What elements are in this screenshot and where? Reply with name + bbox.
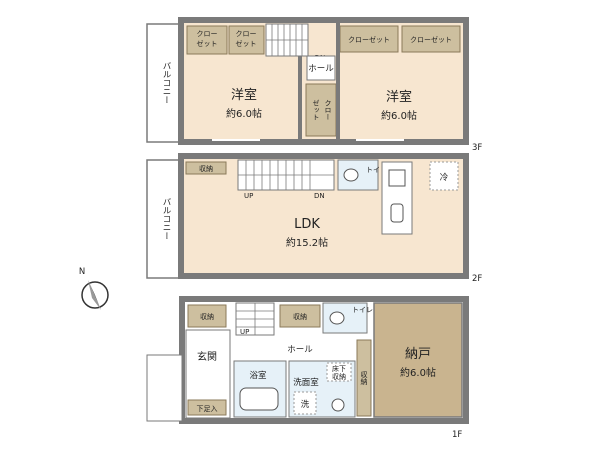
compass: N	[79, 267, 109, 310]
closet-3f-1-label: クロー	[197, 30, 218, 38]
toilet-1f-label: トイレ	[352, 306, 373, 314]
balcony-2f	[146, 159, 182, 279]
closet-3f-4-label: クローゼット	[410, 35, 452, 44]
storage-1f-2	[279, 304, 321, 328]
floor-3f: バルコニー クロー ゼット クロー ゼット DN ホール クローゼット クローゼ…	[146, 17, 482, 153]
balcony-3f-label: バルコニー	[161, 62, 171, 105]
closet-3f-2-label-b: ゼット	[236, 39, 257, 48]
closet-3f-v-label-a: ゼット	[312, 99, 320, 121]
toilet-2f-icon	[343, 168, 359, 182]
closet-3f-1-label-b: ゼット	[197, 39, 218, 48]
floor-2f: バルコニー 収納 UP DN トイレ 冷	[146, 153, 482, 284]
washer	[293, 391, 317, 415]
room-3f-left-name: 洋室	[231, 87, 257, 103]
nando	[373, 302, 463, 418]
shoe-cabinet	[187, 399, 227, 416]
room-3f-right-size: 約6.0帖	[381, 109, 417, 122]
closet-3f-2	[228, 25, 265, 55]
underfloor-storage	[326, 362, 352, 382]
floor-2f-label: 2F	[472, 274, 482, 284]
floor-1f: 収納 玄関 下足入 UP 収納 トイレ ホール 浴室 洗面室 床下	[146, 296, 469, 440]
ldk-size: 約15.2帖	[286, 236, 328, 249]
compass-north-label: N	[79, 267, 85, 277]
entrance-label: 玄関	[197, 350, 217, 363]
closet-3f-v-label-b: クロー	[324, 100, 332, 121]
storage-2f-label: 収納	[199, 164, 213, 173]
closet-3f-3-label: クローゼット	[348, 35, 390, 44]
toilet-1f-icon	[329, 311, 345, 325]
dn-2f-label: DN	[314, 192, 325, 200]
room-3f-left-size: 約6.0帖	[226, 107, 262, 120]
closet-3f-v	[305, 83, 337, 137]
storage-2f	[185, 161, 227, 175]
bathtub-icon	[239, 387, 279, 411]
closet-3f-1	[186, 25, 228, 55]
balcony-2f-label: バルコニー	[161, 198, 171, 241]
porch	[146, 354, 183, 422]
bathroom-label: 浴室	[249, 370, 267, 381]
fridge	[429, 161, 459, 191]
room-3f-right-name: 洋室	[386, 89, 412, 105]
shoe-cabinet-label: 下足入	[197, 405, 218, 413]
fridge-label: 冷	[440, 172, 449, 183]
up-2f-label: UP	[244, 192, 253, 200]
hall-3f	[306, 55, 336, 81]
storage-1f-2-label: 収納	[293, 312, 307, 321]
washer-label: 洗	[301, 399, 310, 410]
underfloor-label-a: 床下	[332, 364, 346, 373]
stove-icon	[388, 169, 406, 187]
compass-needle-tail	[88, 280, 101, 310]
up-1f-label: UP	[240, 328, 249, 336]
closet-3f-4	[401, 25, 461, 53]
hall-3f-label: ホール	[308, 64, 334, 74]
storage-1f-3	[356, 339, 372, 417]
washroom-label: 洗面室	[293, 377, 319, 388]
storage-1f-1-label: 収納	[200, 312, 214, 321]
storage-1f-1	[187, 304, 227, 328]
sink-icon	[390, 203, 404, 223]
floor-1f-label: 1F	[452, 430, 462, 440]
toilet-2f-label: トイレ	[366, 166, 387, 174]
ldk-name: LDK	[294, 217, 320, 232]
floor-3f-label: 3F	[472, 143, 482, 153]
basin-icon	[331, 398, 345, 412]
closet-3f-2-label: クロー	[236, 30, 257, 38]
hall-1f-label: ホール	[287, 345, 313, 355]
nando-size: 約6.0帖	[400, 366, 436, 379]
nando-name: 納戸	[405, 347, 431, 362]
balcony-3f	[146, 23, 182, 143]
storage-1f-3-label: 収納	[360, 371, 368, 386]
underfloor-label-b: 収納	[332, 372, 346, 381]
